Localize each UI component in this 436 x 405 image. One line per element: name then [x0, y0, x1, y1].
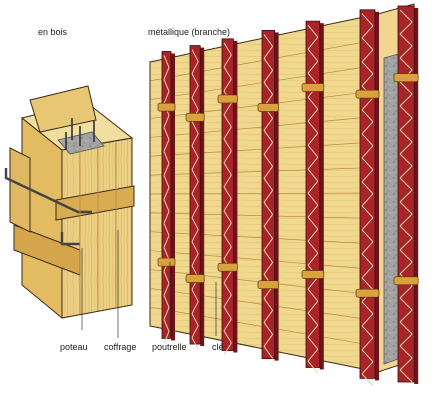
callout-post: poteau [60, 342, 88, 352]
steel-beam-face [189, 45, 201, 345]
beam-clamp-key [301, 83, 325, 92]
title-wood: en bois [38, 27, 68, 37]
beam-clamp-key [185, 112, 205, 122]
steel-beam-face [397, 5, 415, 383]
steel-beam [301, 20, 325, 374]
beam-clamp-key [157, 257, 176, 267]
wood-form-back-board [29, 85, 97, 133]
steel-beam-lattice [223, 42, 232, 356]
steel-beam [217, 38, 238, 356]
steel-beam-face [221, 38, 234, 351]
wood-side-batten [9, 147, 31, 233]
steel-beam-side [233, 40, 238, 353]
beam-clamp-key [157, 102, 176, 112]
metal-formwork [149, 3, 419, 387]
steel-beam [257, 30, 279, 361]
beam-clamp-key [257, 103, 279, 112]
beam-clamp-key [393, 276, 419, 286]
steel-beam [185, 45, 205, 350]
steel-beam-side [414, 8, 419, 384]
title-metal: métallique (branche) [148, 27, 231, 37]
beam-clamp-key [355, 89, 380, 99]
beam-clamp-key [301, 270, 325, 279]
steel-beam-lattice [263, 34, 274, 359]
wood-form-front-face [61, 137, 133, 319]
steel-beam [355, 9, 380, 387]
steel-beam [393, 5, 419, 384]
steel-beam-face [261, 30, 276, 359]
beam-clamp-key [217, 262, 238, 272]
callout-beam: poutrelle [152, 342, 187, 352]
clamp-rod-lower [60, 232, 80, 246]
steel-beam-side [274, 32, 279, 361]
beam-clamp-key [257, 280, 279, 290]
steel-beam-side [171, 53, 175, 341]
steel-beam-lattice [307, 24, 319, 374]
front-board-joints [79, 141, 117, 314]
steel-beam-side [375, 11, 379, 381]
steel-beams [157, 5, 419, 387]
steel-beam-side [319, 23, 324, 370]
callout-formwork: coffrage [104, 342, 137, 352]
beam-clamp-key [393, 73, 419, 83]
leader-lines [81, 230, 217, 338]
wood-column-formwork [4, 85, 135, 320]
beam-clamp-key [355, 288, 380, 298]
beam-clamp-key [185, 274, 205, 283]
clamp-rod [4, 168, 92, 214]
callout-key: clé [212, 342, 224, 352]
steel-beam-side [200, 47, 205, 347]
steel-beam [157, 51, 176, 344]
beam-clamp-key [217, 94, 238, 104]
rebar-group [65, 118, 95, 150]
steel-beam-lattice [399, 9, 413, 383]
steel-beam-lattice [163, 55, 170, 344]
steel-beam-face [359, 9, 376, 379]
